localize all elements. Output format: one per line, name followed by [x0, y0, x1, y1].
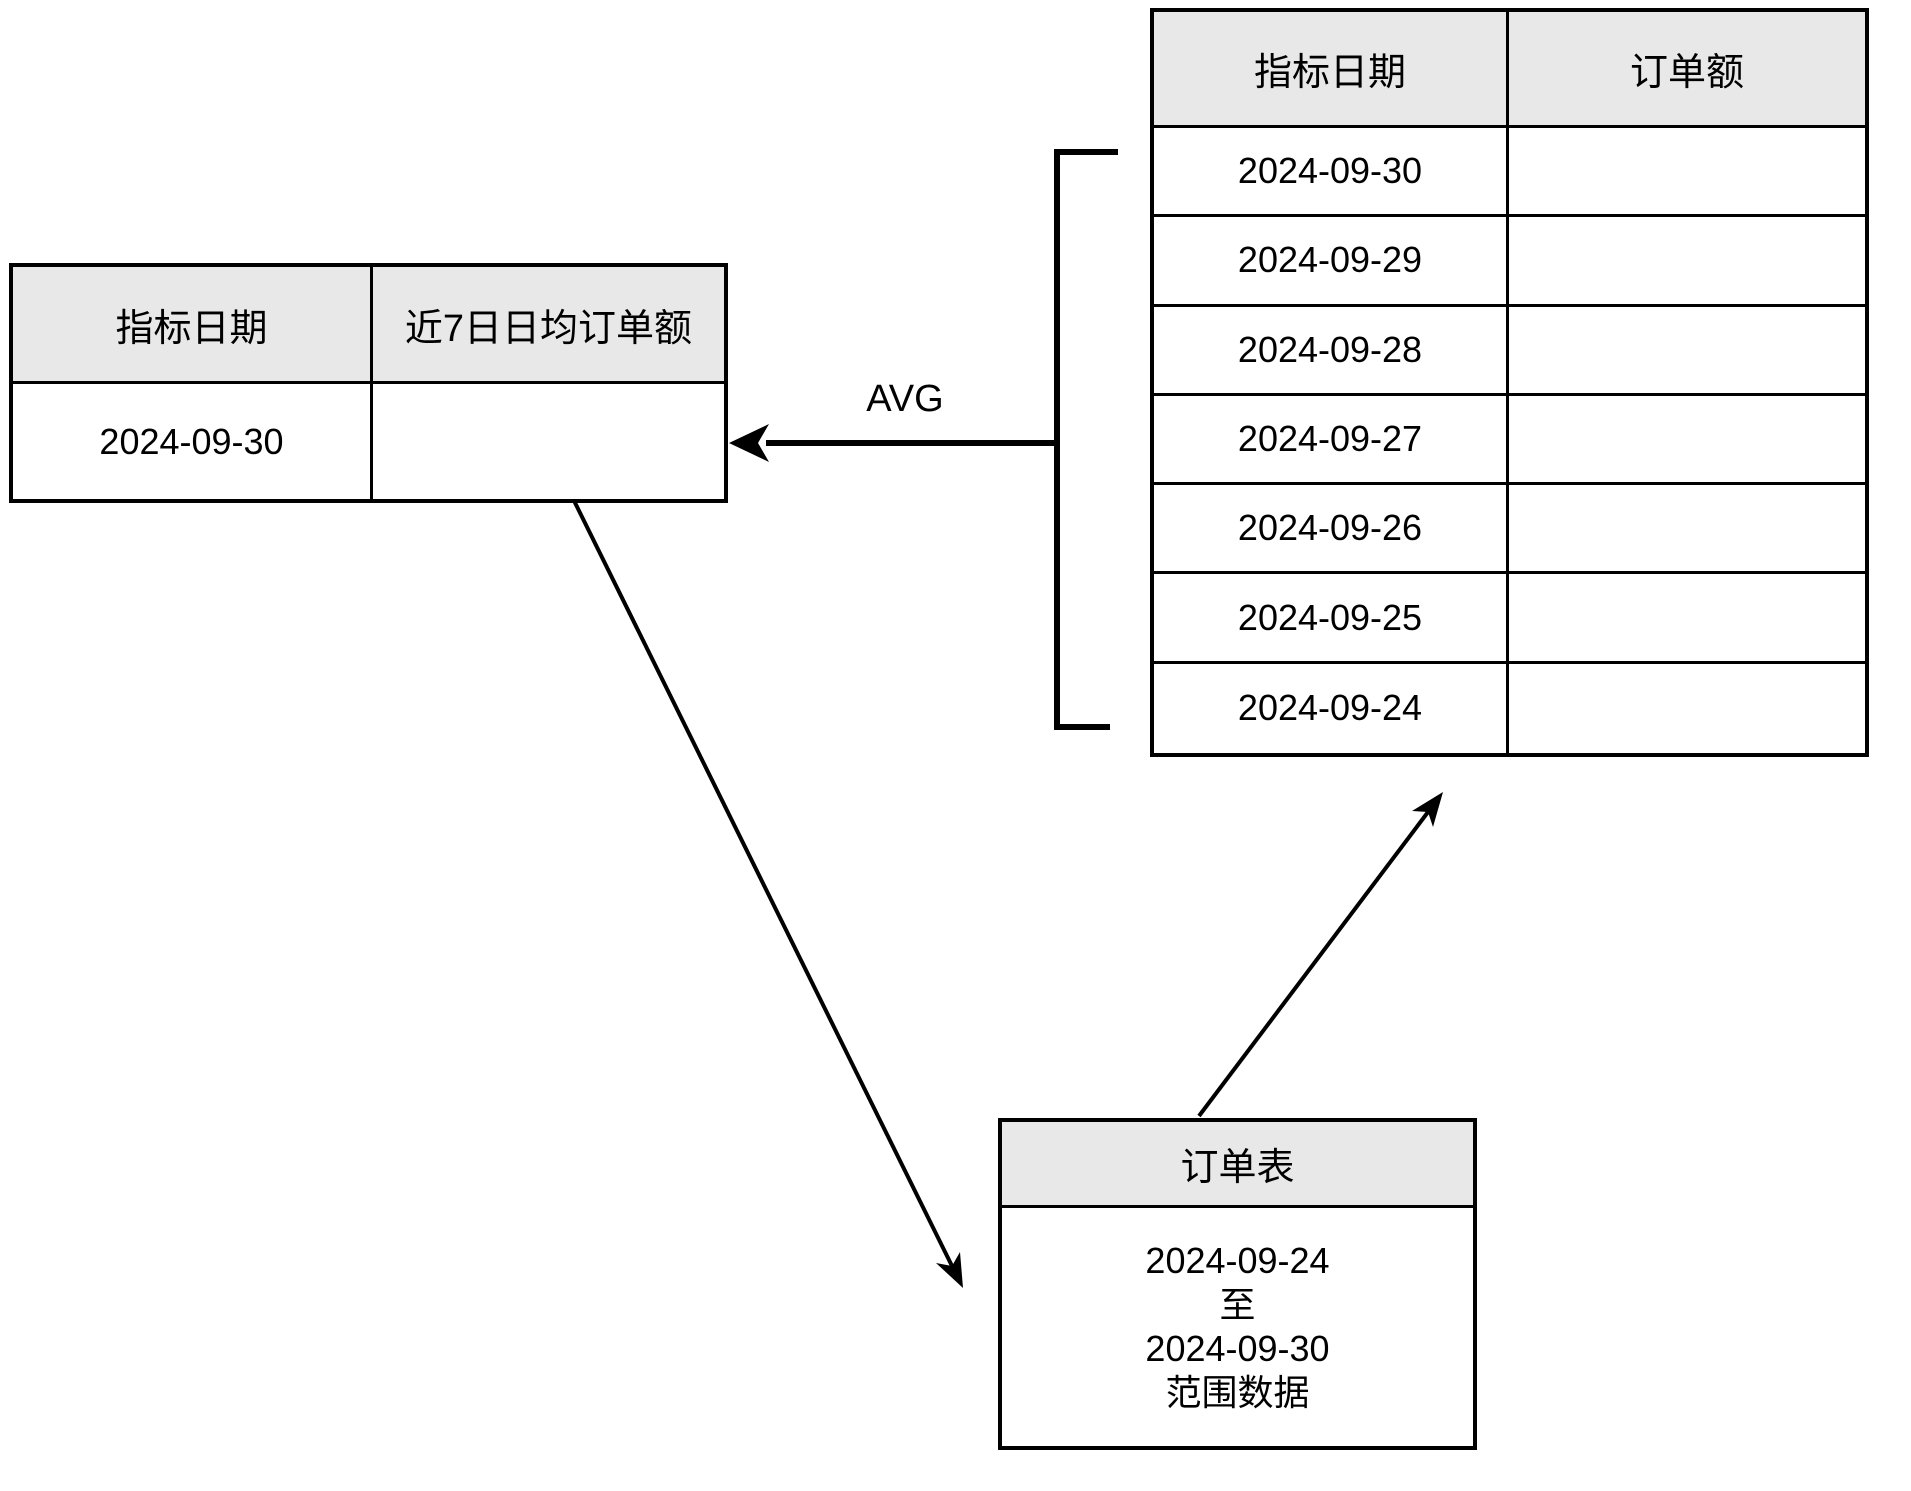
daily-table-row-date: 2024-09-25	[1154, 574, 1509, 664]
daily-table-row-value	[1509, 128, 1865, 218]
daily-table-row-value	[1509, 307, 1865, 396]
daily-table-row-date: 2024-09-26	[1154, 485, 1509, 575]
order-box-line: 2024-09-24	[1145, 1240, 1330, 1281]
order-box-body: 2024-09-24 至 2024-09-30 范围数据	[1002, 1208, 1473, 1446]
daily-table-header-amount: 订单额	[1509, 12, 1865, 128]
order-box-title: 订单表	[1002, 1122, 1473, 1208]
daily-table-row-value	[1509, 485, 1865, 575]
daily-table-row-value	[1509, 217, 1865, 307]
result-table-row-date: 2024-09-30	[13, 384, 373, 499]
avg-arrow-head-icon	[729, 424, 769, 462]
result-table-row-value	[373, 384, 724, 499]
daily-table-row-date: 2024-09-24	[1154, 663, 1509, 753]
daily-table-row-date: 2024-09-27	[1154, 395, 1509, 486]
order-range-box: 订单表 2024-09-24 至 2024-09-30 范围数据	[998, 1118, 1477, 1450]
daily-table-row-value	[1509, 396, 1865, 486]
result-to-orderbox-arrow-head-icon	[936, 1252, 963, 1288]
daily-table-row-date: 2024-09-29	[1154, 217, 1509, 307]
avg-arrow-label: AVG	[866, 378, 944, 420]
daily-order-table: 指标日期 订单额 2024-09-30 2024-09-29 2024-09-2…	[1150, 8, 1869, 757]
result-table-header-date: 指标日期	[13, 267, 373, 384]
daily-table-header-date: 指标日期	[1154, 12, 1509, 128]
daily-table-row-value	[1509, 664, 1865, 753]
order-box-line: 2024-09-30	[1145, 1328, 1330, 1369]
result-table: 指标日期 近7日日均订单额 2024-09-30	[9, 263, 728, 503]
order-box-line: 范围数据	[1165, 1372, 1310, 1413]
result-to-orderbox-arrow-line	[546, 447, 954, 1267]
daily-table-row-value	[1509, 574, 1865, 664]
daily-table-row-date: 2024-09-28	[1154, 306, 1509, 396]
orderbox-to-daily-arrow-line	[1197, 810, 1430, 1118]
rows-group-bracket	[1054, 149, 1118, 730]
result-table-header-avg7: 近7日日均订单额	[373, 267, 724, 384]
daily-table-row-date: 2024-09-30	[1154, 128, 1509, 218]
orderbox-to-daily-arrow-head-icon	[1412, 792, 1443, 827]
order-box-line: 至	[1219, 1284, 1256, 1325]
